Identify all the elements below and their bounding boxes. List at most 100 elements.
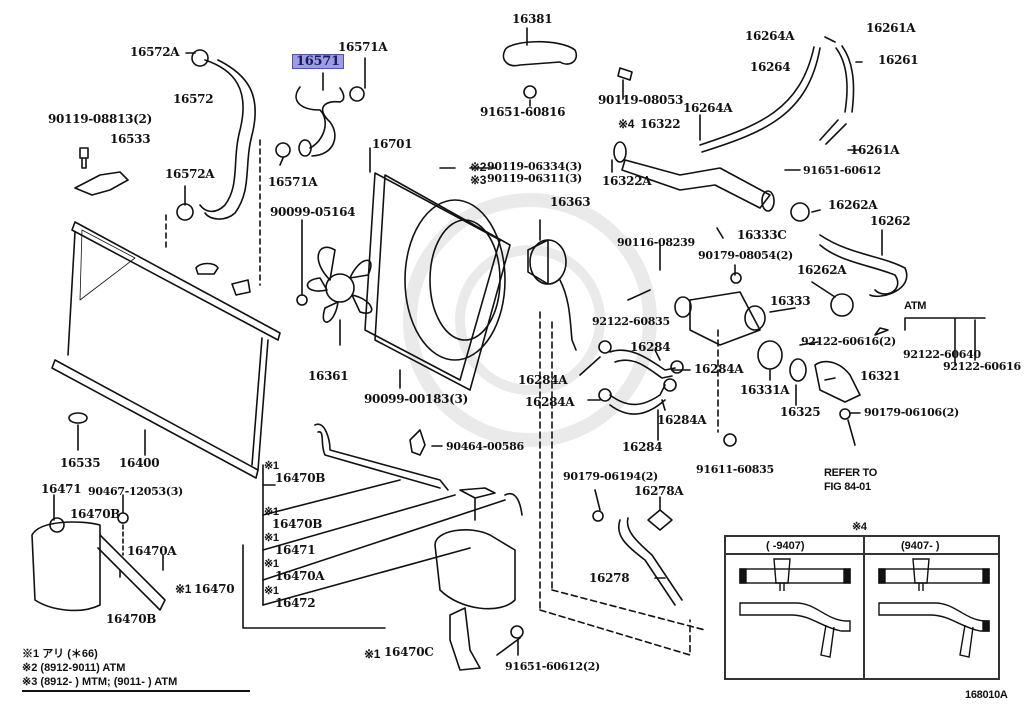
label-90119-06311[interactable]: 90119-06311(3): [487, 172, 582, 185]
figure-code: 168010A: [965, 689, 1008, 701]
label-91651-60612-2[interactable]: 91651-60612(2): [505, 660, 600, 673]
label-92122-60616-2[interactable]: 92122-60616(2): [801, 335, 896, 348]
label-16572A[interactable]: 16572A: [130, 45, 180, 59]
label-90179-08054[interactable]: 90179-08054(2): [698, 249, 793, 262]
note-1-mark: ※1: [264, 532, 279, 544]
water-inlet-16333: [674, 291, 766, 346]
label-90099-00183[interactable]: 90099-00183(3): [364, 392, 468, 406]
label-16470C[interactable]: 16470C: [384, 645, 434, 659]
label-16470[interactable]: 16470: [194, 582, 235, 596]
bracket-16381: [502, 40, 578, 67]
label-16261A[interactable]: 16261A: [866, 21, 916, 35]
label-91611-60835[interactable]: 91611-60835: [696, 463, 774, 476]
o-ring-16322A: [613, 141, 627, 163]
legend-text: アリ (＊66): [42, 648, 98, 660]
fan-motor-16363: [527, 239, 577, 351]
label-16278A[interactable]: 16278A: [634, 484, 684, 498]
radiator-16400: [51, 221, 281, 479]
label-16262A[interactable]: 16262A: [828, 198, 878, 212]
label-16261[interactable]: 16261: [878, 53, 919, 67]
watermark-emblem: [403, 193, 657, 447]
label-16333C[interactable]: 16333C: [737, 228, 787, 242]
clip-90464-00586: [409, 429, 426, 456]
label-16264A[interactable]: 16264A: [745, 29, 795, 43]
label-16470B[interactable]: 16470B: [272, 517, 323, 531]
label-90179-06106[interactable]: 90179-06106(2): [864, 406, 959, 419]
label-16284[interactable]: 16284: [622, 440, 663, 454]
label-16572A[interactable]: 16572A: [165, 167, 215, 181]
label-16535[interactable]: 16535: [60, 456, 101, 470]
label-16264A[interactable]: 16264A: [683, 101, 733, 115]
reservoir-tank-16472: [434, 529, 516, 610]
label-16470B[interactable]: 16470B: [275, 471, 326, 485]
hose-16572: [199, 59, 244, 213]
label-16333[interactable]: 16333: [770, 294, 811, 308]
label-16284A[interactable]: 16284A: [525, 395, 575, 409]
label-16331A[interactable]: 16331A: [740, 383, 790, 397]
label-16381[interactable]: 16381: [512, 12, 553, 26]
label-16284[interactable]: 16284: [630, 340, 671, 354]
legend-text: (8912-9011) ATM: [40, 662, 126, 674]
label-92122-60640[interactable]: 92122-60640: [903, 348, 981, 361]
label-16284A[interactable]: 16284A: [694, 362, 744, 376]
label-16361[interactable]: 16361: [308, 369, 349, 383]
variant-inset-box: ( -9407) (9407- ): [724, 535, 1000, 680]
fig-reference-link[interactable]: FIG 84-01: [824, 481, 871, 493]
footnote-legend: ※1 アリ (＊66) ※2 (8912-9011) ATM ※3 (8912-…: [22, 647, 250, 692]
hose-16571: [295, 86, 326, 149]
label-92122-60616[interactable]: 92122-60616: [943, 360, 1021, 373]
label-91651-60612[interactable]: 91651-60612: [803, 164, 881, 177]
label-16533[interactable]: 16533: [110, 132, 151, 146]
label-16400[interactable]: 16400: [119, 456, 160, 470]
label-16701[interactable]: 16701: [372, 137, 413, 151]
legend-mark: ※2: [22, 662, 38, 674]
label-16571A[interactable]: 16571A: [338, 40, 388, 54]
legend-mark: ※3: [22, 676, 38, 688]
label-16470A[interactable]: 16470A: [127, 544, 177, 558]
label-16262[interactable]: 16262: [870, 214, 911, 228]
label-16572[interactable]: 16572: [173, 92, 214, 106]
label-16363[interactable]: 16363: [550, 195, 591, 209]
label-16262A[interactable]: 16262A: [797, 263, 847, 277]
reservoir-tank-left: [31, 517, 166, 612]
note-1-mark: ※1: [264, 585, 279, 597]
label-16472[interactable]: 16472: [275, 596, 316, 610]
label-92122-60835[interactable]: 92122-60835: [592, 315, 670, 328]
label-16471[interactable]: 16471: [41, 482, 82, 496]
label-16470A[interactable]: 16470A: [275, 569, 325, 583]
label-16471[interactable]: 16471: [275, 543, 316, 557]
label-16571A[interactable]: 16571A: [268, 175, 318, 189]
note-1-mark: ※1: [175, 582, 192, 596]
legend-row-3: ※3 (8912- ) MTM; (9011- ) ATM: [22, 675, 250, 692]
label-90464-00586[interactable]: 90464-00586: [446, 440, 524, 453]
label-16322[interactable]: 16322: [640, 117, 681, 131]
legend-row-2: ※2 (8912-9011) ATM: [22, 661, 250, 675]
label-16470B[interactable]: 16470B: [106, 612, 157, 626]
hose-16284-b: [609, 384, 666, 406]
label-90119-08053[interactable]: 90119-08053: [598, 93, 684, 107]
bracket-16533: [74, 171, 129, 196]
note-4-mark: ※4: [618, 117, 635, 131]
water-outlet-16321: [814, 360, 861, 403]
label-16284A[interactable]: 16284A: [518, 373, 568, 387]
pipe-16278: [618, 519, 676, 606]
refer-to-text: REFER TO: [824, 467, 878, 479]
label-91651-60816[interactable]: 91651-60816: [480, 105, 566, 119]
label-16322A[interactable]: 16322A: [602, 174, 652, 188]
label-90119-06334[interactable]: 90119-06334(3): [487, 160, 582, 173]
label-16278[interactable]: 16278: [589, 571, 630, 585]
label-16261A[interactable]: 16261A: [850, 143, 900, 157]
inset-column-header: ( -9407): [726, 537, 863, 555]
legend-mark: ※1: [22, 648, 40, 660]
label-90099-05164[interactable]: 90099-05164: [270, 205, 356, 219]
label-90467-12053[interactable]: 90467-12053(3): [88, 485, 183, 498]
label-16325[interactable]: 16325: [780, 405, 821, 419]
label-16264[interactable]: 16264: [750, 60, 791, 74]
label-90179-06194[interactable]: 90179-06194(2): [563, 470, 658, 483]
label-16571-highlighted[interactable]: 16571: [292, 54, 344, 69]
label-16470B[interactable]: 16470B: [70, 507, 121, 521]
label-90116-08239[interactable]: 90116-08239: [617, 236, 695, 249]
label-16321[interactable]: 16321: [860, 369, 901, 383]
label-16284A[interactable]: 16284A: [657, 413, 707, 427]
label-90119-08813[interactable]: 90119-08813(2): [48, 112, 152, 126]
